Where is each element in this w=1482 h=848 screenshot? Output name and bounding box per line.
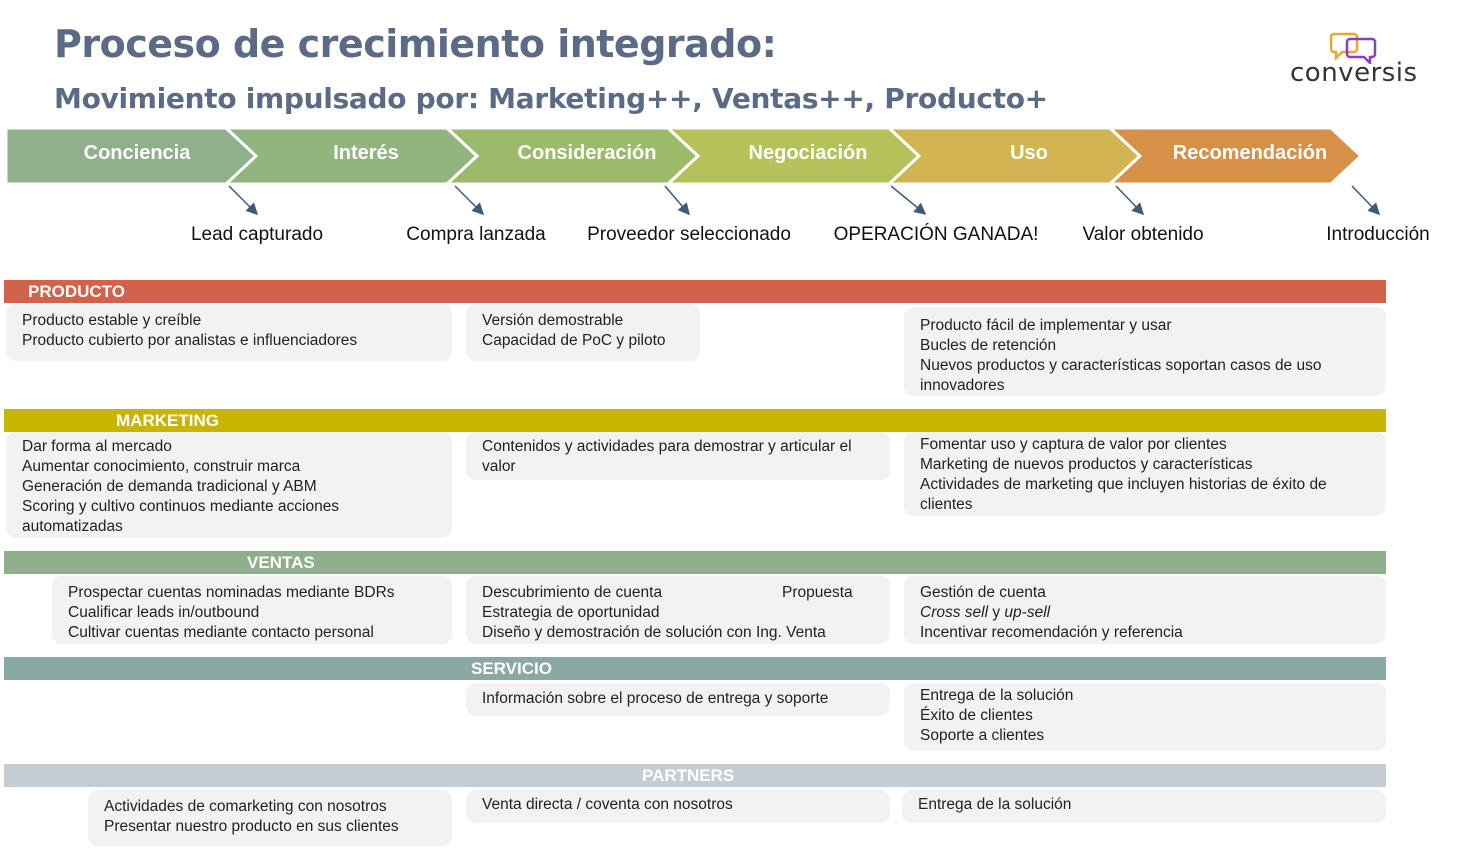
card-line: Marketing de nuevos productos y caracter… bbox=[920, 456, 1253, 473]
card-text: y bbox=[988, 604, 1005, 621]
card-line: Presentar nuestro producto en sus client… bbox=[104, 818, 399, 835]
section-band-ventas: VENTAS bbox=[4, 551, 1386, 574]
stage-label-consideracion: Consideración bbox=[517, 142, 657, 164]
stage-label-interes: Interés bbox=[333, 142, 399, 164]
card-servicio-col3: Entrega de la solución Éxito de clientes… bbox=[904, 683, 1386, 751]
milestone-pointers bbox=[228, 185, 1381, 216]
speech-bubbles-icon bbox=[1330, 32, 1377, 64]
card-line: Producto cubierto por analistas e influe… bbox=[22, 332, 358, 349]
card-line: Scoring y cultivo continuos mediante acc… bbox=[22, 498, 340, 535]
stage-label-recomendacion: Recomendación bbox=[1172, 142, 1328, 164]
milestone-proveedor-seleccionado: Proveedor seleccionado bbox=[587, 224, 791, 245]
card-partners-col3: Entrega de la solución bbox=[902, 790, 1386, 823]
card-line: Entrega de la solución bbox=[920, 687, 1074, 704]
card-marketing-col1: Dar forma al mercado Aumentar conocimien… bbox=[6, 432, 452, 538]
card-line: Producto fácil de implementar y usar bbox=[920, 317, 1172, 334]
card-line: Cualificar leads in/outbound bbox=[68, 604, 260, 621]
card-text: up-sell bbox=[1004, 604, 1051, 621]
pointer-arrow bbox=[454, 185, 485, 216]
milestone-compra-lanzada: Compra lanzada bbox=[406, 224, 546, 245]
section-band-marketing: MARKETING bbox=[4, 409, 1386, 432]
stage-label-uso: Uso bbox=[1010, 142, 1048, 164]
card-line: Dar forma al mercado bbox=[22, 438, 172, 455]
pointer-arrow bbox=[1115, 185, 1145, 216]
conversis-logo: conversis bbox=[1288, 30, 1428, 94]
card-producto-col2: Versión demostrable Capacidad de PoC y p… bbox=[466, 304, 700, 361]
card-line: Diseño y demostración de solución con In… bbox=[482, 624, 826, 641]
card-partners-col1: Actividades de comarketing con nosotros … bbox=[88, 790, 452, 846]
card-line: Aumentar conocimiento, construir marca bbox=[22, 458, 301, 475]
card-line: Cross sell y up-sell bbox=[920, 603, 1370, 623]
card-text: Descubrimiento de cuenta bbox=[482, 584, 663, 601]
pointer-arrow bbox=[664, 185, 690, 216]
card-marketing-col3: Fomentar uso y captura de valor por clie… bbox=[904, 432, 1386, 516]
stage-label-conciencia: Conciencia bbox=[83, 142, 191, 164]
milestone-introduccion: Introducción bbox=[1326, 224, 1430, 245]
card-partners-col2: Venta directa / coventa con nosotros bbox=[466, 790, 890, 823]
logo-text: conversis bbox=[1290, 58, 1418, 88]
card-line: Estrategia de oportunidad bbox=[482, 604, 660, 621]
card-line: Descubrimiento de cuenta Propuesta bbox=[482, 583, 874, 603]
section-label: PARTNERS bbox=[642, 766, 735, 785]
stage-arrows bbox=[4, 126, 1364, 186]
pointer-arrow bbox=[890, 185, 927, 215]
card-line: Capacidad de PoC y piloto bbox=[482, 332, 666, 349]
card-producto-col3: Producto fácil de implementar y usar Buc… bbox=[904, 307, 1386, 396]
card-line: Entrega de la solución bbox=[918, 796, 1072, 813]
section-band-partners: PARTNERS bbox=[4, 764, 1386, 787]
card-line: Bucles de retención bbox=[920, 337, 1057, 354]
card-line: Cultivar cuentas mediante contacto perso… bbox=[68, 624, 374, 641]
card-servicio-col2: Información sobre el proceso de entrega … bbox=[466, 683, 890, 716]
section-band-servicio: SERVICIO bbox=[4, 657, 1386, 680]
card-line: Incentivar recomendación y referencia bbox=[920, 624, 1183, 641]
milestone-lead-capturado: Lead capturado bbox=[190, 224, 324, 245]
stage-chevron bbox=[1106, 126, 1364, 186]
page-subtitle: Movimiento impulsado por: Marketing++, V… bbox=[54, 82, 1048, 115]
section-band-producto: PRODUCTO bbox=[4, 280, 1386, 303]
pointer-arrow bbox=[228, 185, 259, 216]
card-text: Cross sell bbox=[920, 604, 989, 621]
card-line: Información sobre el proceso de entrega … bbox=[482, 690, 829, 707]
card-line: Éxito de clientes bbox=[920, 707, 1033, 724]
card-marketing-col2: Contenidos y actividades para demostrar … bbox=[466, 432, 890, 480]
section-label: SERVICIO bbox=[471, 659, 552, 678]
card-line: Gestión de cuenta bbox=[920, 584, 1046, 601]
card-line: Producto estable y creíble bbox=[22, 312, 202, 329]
milestone-valor-obtenido: Valor obtenido bbox=[1082, 224, 1204, 245]
card-text: Propuesta bbox=[782, 584, 853, 601]
card-line: Contenidos y actividades para demostrar … bbox=[482, 438, 852, 475]
page-title: Proceso de crecimiento integrado: bbox=[54, 22, 777, 66]
section-label: MARKETING bbox=[116, 411, 219, 430]
card-line: Actividades de marketing que incluyen hi… bbox=[920, 476, 1327, 513]
card-ventas-col1: Prospectar cuentas nominadas mediante BD… bbox=[52, 576, 452, 644]
card-line: Nuevos productos y características sopor… bbox=[920, 357, 1322, 394]
card-line: Generación de demanda tradicional y ABM bbox=[22, 478, 317, 495]
section-label: VENTAS bbox=[247, 553, 315, 572]
card-producto-col1: Producto estable y creíble Producto cubi… bbox=[6, 304, 452, 361]
card-line: Venta directa / coventa con nosotros bbox=[482, 796, 733, 813]
milestone-operacion-ganada: OPERACIÓN GANADA! bbox=[833, 224, 1039, 245]
card-ventas-col3: Gestión de cuenta Cross sell y up-sell I… bbox=[904, 576, 1386, 644]
card-line: Actividades de comarketing con nosotros bbox=[104, 798, 387, 815]
card-line: Prospectar cuentas nominadas mediante BD… bbox=[68, 584, 395, 601]
section-label: PRODUCTO bbox=[28, 282, 125, 301]
card-ventas-col2: Descubrimiento de cuenta Propuesta Estra… bbox=[466, 576, 890, 644]
pointer-arrow bbox=[1351, 185, 1381, 216]
card-line: Soporte a clientes bbox=[920, 727, 1045, 744]
stage-label-negociacion: Negociación bbox=[748, 142, 868, 164]
card-line: Fomentar uso y captura de valor por clie… bbox=[920, 436, 1227, 453]
card-line: Versión demostrable bbox=[482, 312, 624, 329]
